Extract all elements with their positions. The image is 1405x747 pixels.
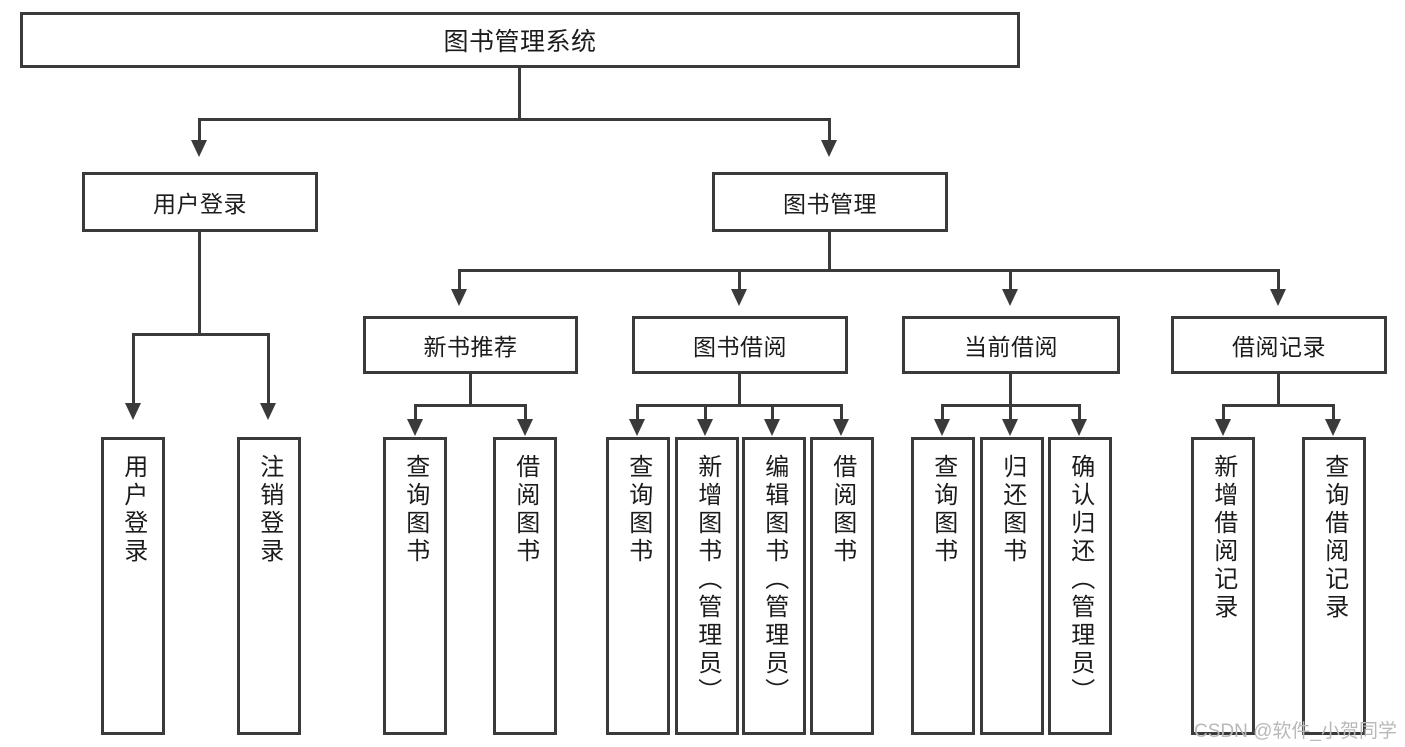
connector-to-user-login	[198, 118, 201, 142]
node-current-borrow[interactable]: 当前借阅	[902, 316, 1120, 374]
connector-user-login-bar	[132, 333, 270, 336]
connector-root-stem	[518, 68, 521, 120]
connector-borrow-record-bar	[1222, 404, 1335, 407]
arrowhead-leaf-nb-1	[407, 419, 423, 436]
connector-borrow-record-c1	[1222, 404, 1225, 422]
leaf-nb-query-book[interactable]: 查询图书	[383, 437, 447, 735]
connector-book-borrow-c1	[636, 404, 639, 422]
connector-book-borrow-stem	[738, 374, 741, 406]
connector-current-borrow-c2	[1009, 404, 1012, 422]
leaf-label: 用户登录	[119, 454, 147, 566]
connector-book-borrow-c2	[704, 404, 707, 422]
leaf-bb-edit-book-admin[interactable]: 编辑图书（管理员）	[742, 437, 806, 735]
arrowhead-leaf-logout	[260, 403, 276, 420]
node-label: 图书管理	[783, 191, 877, 217]
arrowhead-leaf-br-2	[1325, 419, 1341, 436]
arrowhead-leaf-br-1	[1215, 419, 1231, 436]
connector-book-borrow-bar	[636, 404, 843, 407]
connector-book-manage-stem	[828, 232, 831, 272]
node-borrow-record[interactable]: 借阅记录	[1171, 316, 1387, 374]
connector-level2-bar	[198, 118, 830, 121]
leaf-label: 新增图书（管理员）	[693, 454, 721, 706]
leaf-label: 确认归还（管理员）	[1066, 454, 1094, 706]
connector-borrow-record-stem	[1277, 374, 1280, 406]
connector-borrow-record-c2	[1332, 404, 1335, 422]
leaf-bb-add-book-admin[interactable]: 新增图书（管理员）	[675, 437, 739, 735]
arrowhead-leaf-bb-3	[764, 419, 780, 436]
node-label: 图书管理系统	[443, 28, 597, 56]
leaf-bb-query-book[interactable]: 查询图书	[606, 437, 670, 735]
connector-book-borrow-c3	[771, 404, 774, 422]
arrowhead-leaf-cb-1	[934, 419, 950, 436]
node-root-system[interactable]: 图书管理系统	[20, 12, 1020, 68]
leaf-br-add-record[interactable]: 新增借阅记录	[1191, 437, 1255, 735]
node-label: 新书推荐	[423, 334, 518, 360]
arrowhead-leaf-bb-2	[697, 419, 713, 436]
connector-new-book-c1	[414, 404, 417, 422]
arrowhead-leaf-nb-2	[517, 419, 533, 436]
connector-to-current-borrow	[1009, 269, 1012, 291]
leaf-label: 编辑图书（管理员）	[760, 454, 788, 706]
leaf-label: 归还图书	[998, 454, 1026, 566]
leaf-label: 借阅图书	[828, 454, 856, 566]
connector-to-new-book	[458, 269, 461, 291]
connector-user-login-right	[267, 333, 270, 405]
arrowhead-to-new-book	[451, 289, 467, 306]
arrowhead-leaf-cb-3	[1071, 419, 1087, 436]
leaf-label: 查询借阅记录	[1320, 454, 1348, 622]
node-book-borrow[interactable]: 图书借阅	[632, 316, 848, 374]
node-label: 当前借阅	[964, 334, 1058, 360]
leaf-nb-borrow-book[interactable]: 借阅图书	[493, 437, 557, 735]
connector-user-login-stem	[198, 232, 201, 335]
connector-new-book-stem	[469, 374, 472, 406]
connector-to-book-manage	[828, 118, 831, 142]
connector-level3-bar	[458, 269, 1280, 272]
arrowhead-leaf-user-login	[125, 403, 141, 420]
leaf-cb-return-book[interactable]: 归还图书	[980, 437, 1044, 735]
connector-new-book-c2	[524, 404, 527, 422]
leaf-label: 查询图书	[401, 454, 429, 566]
connector-book-borrow-c4	[840, 404, 843, 422]
arrowhead-leaf-cb-2	[1002, 419, 1018, 436]
leaf-label: 查询图书	[929, 454, 957, 566]
arrowhead-to-user-login	[191, 140, 207, 157]
arrowhead-leaf-bb-1	[629, 419, 645, 436]
node-new-book-recommend[interactable]: 新书推荐	[363, 316, 578, 374]
leaf-cb-confirm-return-admin[interactable]: 确认归还（管理员）	[1048, 437, 1112, 735]
leaf-label: 借阅图书	[511, 454, 539, 566]
leaf-cb-query-book[interactable]: 查询图书	[911, 437, 975, 735]
leaf-label: 新增借阅记录	[1209, 454, 1237, 622]
connector-current-borrow-stem	[1009, 374, 1012, 406]
node-label: 借阅记录	[1232, 334, 1326, 360]
leaf-br-query-record[interactable]: 查询借阅记录	[1302, 437, 1366, 735]
node-label: 图书借阅	[693, 334, 787, 360]
arrowhead-to-book-borrow	[731, 289, 747, 306]
leaf-logout[interactable]: 注销登录	[237, 437, 301, 735]
connector-to-borrow-record	[1277, 269, 1280, 291]
leaf-user-login[interactable]: 用户登录	[101, 437, 165, 735]
connector-new-book-bar	[414, 404, 527, 407]
connector-current-borrow-c3	[1078, 404, 1081, 422]
arrowhead-to-borrow-record	[1270, 289, 1286, 306]
node-label: 用户登录	[153, 191, 247, 217]
connector-user-login-left	[132, 333, 135, 405]
arrowhead-leaf-bb-4	[833, 419, 849, 436]
connector-current-borrow-c1	[941, 404, 944, 422]
node-user-login[interactable]: 用户登录	[82, 172, 318, 232]
leaf-label: 注销登录	[255, 454, 283, 566]
connector-to-book-borrow	[738, 269, 741, 291]
node-book-manage[interactable]: 图书管理	[712, 172, 948, 232]
leaf-bb-borrow-book[interactable]: 借阅图书	[810, 437, 874, 735]
arrowhead-to-current-borrow	[1002, 289, 1018, 306]
leaf-label: 查询图书	[624, 454, 652, 566]
arrowhead-to-book-manage	[821, 140, 837, 157]
